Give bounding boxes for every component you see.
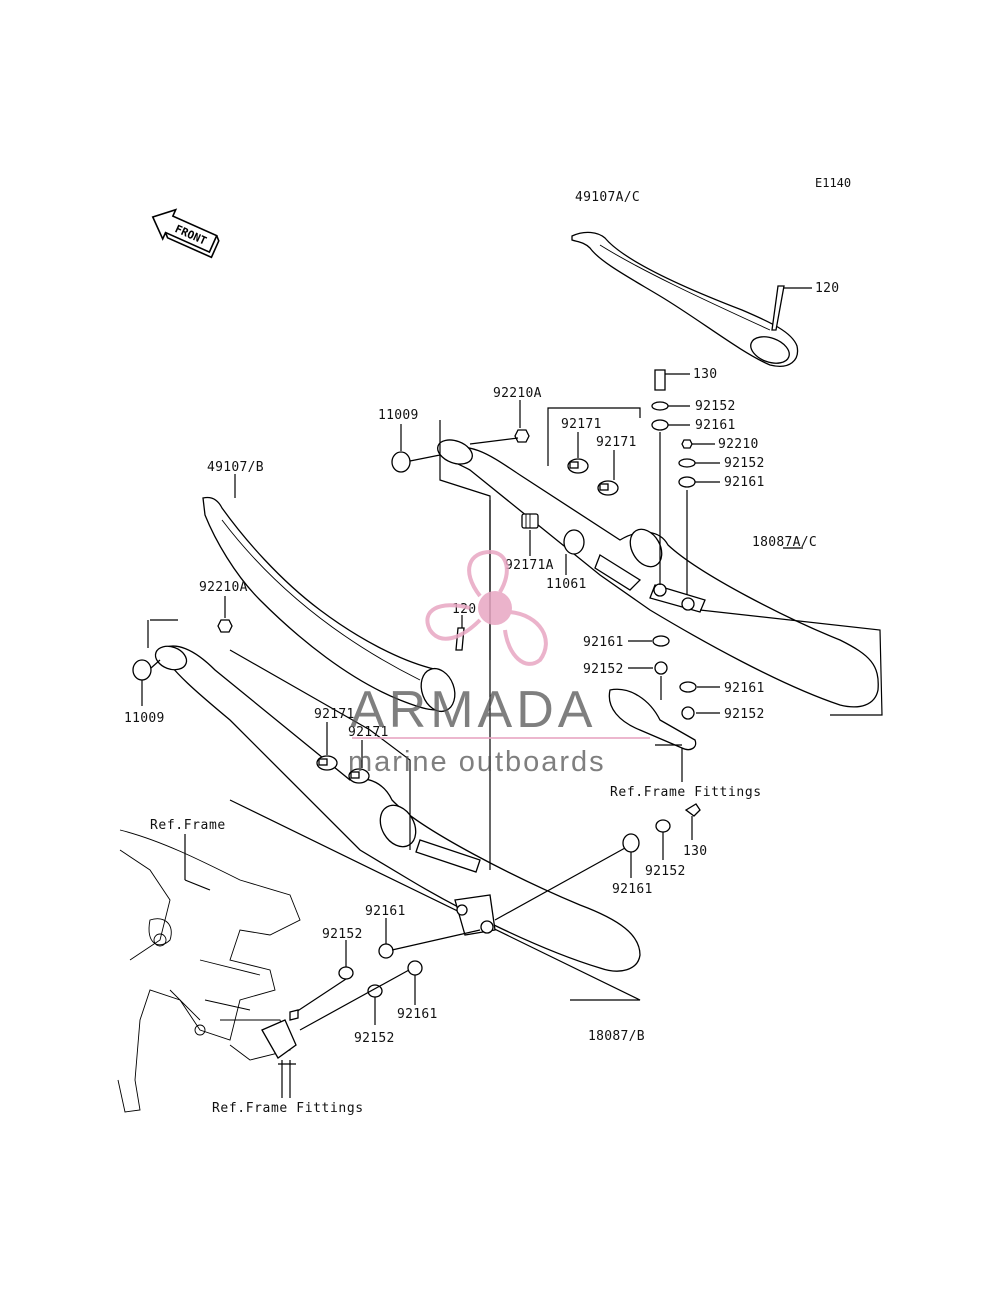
frame bbox=[117, 829, 301, 1113]
label-clamp-92171-b: 92171 bbox=[596, 435, 637, 450]
label-nut-92210A-left: 92210A bbox=[199, 580, 248, 595]
label-washer-92152-e: 92152 bbox=[645, 864, 686, 879]
watermark-subtitle: marine outboards bbox=[348, 746, 606, 778]
watermark-title: ARMADA bbox=[350, 681, 596, 739]
damper-92161-g-icon bbox=[407, 960, 423, 976]
label-washer-92152-c: 92152 bbox=[583, 662, 624, 677]
label-cover-right: 49107A/C bbox=[575, 190, 640, 205]
label-muffler-right: 18087A/C bbox=[752, 535, 817, 550]
label-washer-92152-a: 92152 bbox=[695, 399, 736, 414]
label-damper-92161-b: 92161 bbox=[724, 475, 765, 490]
label-collar-11061: 11061 bbox=[546, 577, 587, 592]
bolt-120-top-icon bbox=[771, 285, 785, 331]
label-damper-92161-c: 92161 bbox=[583, 635, 624, 650]
collar-11061-icon bbox=[563, 529, 585, 555]
diagram-code: E1140 bbox=[815, 176, 851, 190]
label-cover-left: 49107/B bbox=[207, 460, 264, 475]
damper-92161-a-icon bbox=[651, 419, 669, 431]
label-clamp-92171-c: 92171 bbox=[314, 707, 355, 722]
washer-92152-a-icon bbox=[651, 401, 669, 411]
bolt-130-top-icon bbox=[654, 369, 666, 391]
label-damper-92161-g: 92161 bbox=[397, 1007, 438, 1022]
muffler-right bbox=[437, 439, 879, 708]
nut-92210A-top-icon bbox=[514, 429, 530, 443]
label-damper-92161-a: 92161 bbox=[695, 418, 736, 433]
muffler-left bbox=[154, 645, 641, 972]
label-bolt-130-bottom: 130 bbox=[683, 844, 707, 859]
heat-cover-right bbox=[571, 231, 799, 367]
washer-92152-f-icon bbox=[338, 966, 354, 980]
front-direction-arrow-icon: FRONT bbox=[151, 208, 220, 259]
label-washer-92152-f: 92152 bbox=[322, 927, 363, 942]
label-damper-92161-f: 92161 bbox=[365, 904, 406, 919]
clamp-92171A-icon bbox=[521, 513, 539, 529]
washer-92152-c-icon bbox=[654, 661, 668, 675]
clamp-92171-c-icon bbox=[316, 755, 338, 771]
nut-92210A-left-icon bbox=[217, 619, 233, 633]
label-washer-92152-d: 92152 bbox=[724, 707, 765, 722]
label-damper-92161-e: 92161 bbox=[612, 882, 653, 897]
frame-fitting-right bbox=[608, 688, 697, 751]
damper-92161-b-icon bbox=[678, 476, 696, 488]
clamp-92171-b-icon bbox=[597, 480, 619, 496]
nut-92210-icon bbox=[681, 439, 693, 449]
label-washer-92152-b: 92152 bbox=[724, 456, 765, 471]
washer-92152-b-icon bbox=[678, 458, 696, 468]
gasket-11009-left-icon bbox=[132, 659, 152, 681]
label-gasket-11009-left: 11009 bbox=[124, 711, 165, 726]
label-nut-92210: 92210 bbox=[718, 437, 759, 452]
bolt-130-bottom-icon bbox=[684, 803, 701, 817]
clamp-92171-a-icon bbox=[567, 458, 589, 474]
damper-92161-f-icon bbox=[378, 943, 394, 959]
label-ref-frame: Ref.Frame bbox=[150, 818, 226, 833]
label-clamp-92171A: 92171A bbox=[505, 558, 554, 573]
label-nut-92210A-top: 92210A bbox=[493, 386, 542, 401]
heat-cover-left bbox=[202, 496, 456, 713]
label-ref-frame-fittings-right: Ref.Frame Fittings bbox=[610, 785, 762, 800]
damper-92161-d-icon bbox=[679, 681, 697, 693]
label-muffler-left: 18087/B bbox=[588, 1029, 645, 1044]
clamp-92171-d-icon bbox=[348, 768, 370, 784]
damper-92161-e-icon bbox=[622, 833, 640, 853]
washer-92152-d-icon bbox=[681, 706, 695, 720]
label-bolt-120-top: 120 bbox=[815, 281, 839, 296]
label-damper-92161-d: 92161 bbox=[724, 681, 765, 696]
label-clamp-92171-a: 92171 bbox=[561, 417, 602, 432]
label-bolt-130-top: 130 bbox=[693, 367, 717, 382]
label-clamp-92171-d: 92171 bbox=[348, 725, 389, 740]
label-gasket-11009-top: 11009 bbox=[378, 408, 419, 423]
label-ref-frame-fittings-bottom: Ref.Frame Fittings bbox=[212, 1101, 364, 1116]
propeller-logo-icon bbox=[425, 549, 548, 666]
washer-92152-e-icon bbox=[655, 819, 671, 833]
gasket-11009-top-icon bbox=[391, 451, 411, 473]
label-washer-92152-g: 92152 bbox=[354, 1031, 395, 1046]
damper-92161-c-icon bbox=[652, 635, 670, 647]
frame-fitting-bottom bbox=[261, 1019, 297, 1059]
